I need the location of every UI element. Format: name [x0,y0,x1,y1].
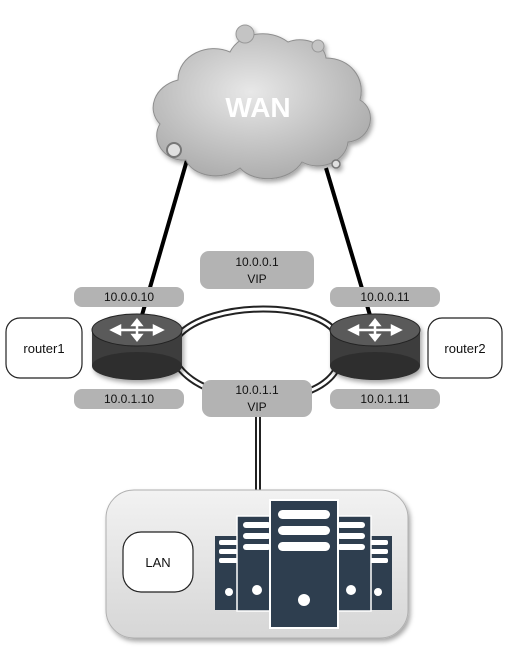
lan-vip-ip: 10.0.1.1 [235,383,279,397]
router2-wan-ip-tag: 10.0.0.11 [330,287,440,307]
router1-lan-ip-tag: 10.0.1.10 [74,389,184,409]
router1-icon [91,313,183,380]
server-rack-icon [215,499,392,629]
router2-name-box: router2 [427,317,503,379]
router2-name: router2 [444,341,485,356]
wan-label: WAN [225,92,290,123]
wan-vip-ip: 10.0.0.1 [235,255,279,269]
router2-icon [329,313,421,380]
router2-lan-ip-tag: 10.0.1.11 [330,389,440,409]
lan-label-box: LAN [122,531,194,593]
router1-name: router1 [23,341,64,356]
router1-name-box: router1 [5,317,83,379]
server-icon [269,499,339,629]
router1-wan-ip-tag: 10.0.0.10 [74,287,184,307]
lan-vip-label: VIP [247,400,266,414]
lan-vip-tag: 10.0.1.1 VIP [202,380,312,417]
wan-cloud [152,24,371,180]
wan-vip-tag: 10.0.0.1 VIP [200,251,314,289]
router1-lan-ip: 10.0.1.10 [104,392,154,406]
lan-label: LAN [145,555,170,570]
router2-lan-ip: 10.0.1.11 [360,392,409,406]
router1-wan-ip: 10.0.0.10 [104,290,154,304]
wan-vip-label: VIP [247,272,266,286]
router2-wan-ip: 10.0.0.11 [360,290,409,304]
